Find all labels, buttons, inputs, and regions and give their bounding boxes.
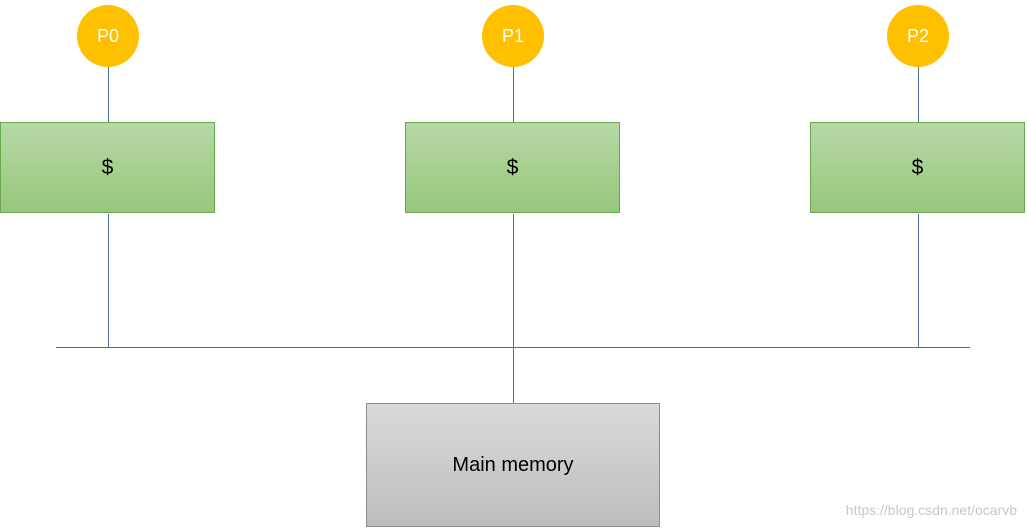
cache-label: $ [101, 155, 114, 179]
main-memory: Main memory [366, 403, 660, 527]
cache-p1: $ [405, 122, 620, 213]
p2-connector [918, 66, 919, 123]
main-memory-label: Main memory [452, 453, 574, 476]
p0-connector [108, 66, 109, 123]
p1-connector [513, 66, 514, 123]
processor-p0: P0 [77, 5, 139, 67]
cache0-bus-connector [108, 214, 109, 348]
processor-label: P0 [96, 25, 120, 46]
watermark: https://blog.csdn.net/ocarvb [845, 502, 1017, 518]
cache-label: $ [506, 155, 519, 179]
cache-p0: $ [0, 122, 215, 213]
cache1-bus-connector [513, 214, 514, 348]
processor-p1: P1 [482, 5, 544, 67]
processor-p2: P2 [887, 5, 949, 67]
memory-connector [513, 347, 514, 404]
cache-label: $ [911, 155, 924, 179]
cache-p2: $ [810, 122, 1025, 213]
processor-label: P1 [501, 25, 525, 46]
cache2-bus-connector [918, 214, 919, 348]
processor-label: P2 [906, 25, 930, 46]
